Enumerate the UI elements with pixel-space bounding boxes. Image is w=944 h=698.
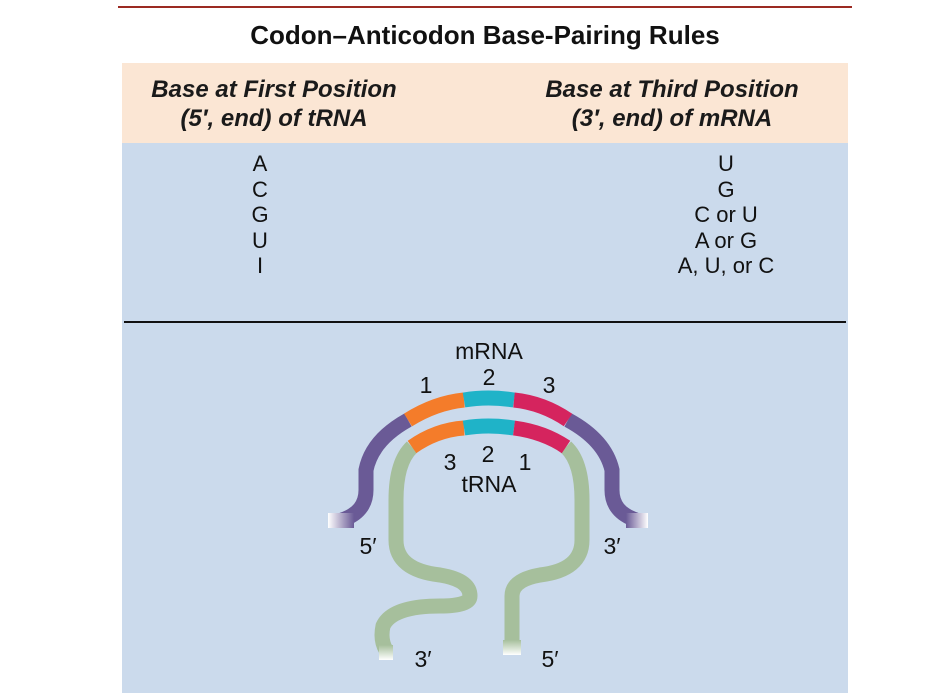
anticodon-position-2 bbox=[462, 418, 516, 436]
left-header-line1: Base at First Position bbox=[151, 76, 397, 103]
trna-position-1-label: 1 bbox=[519, 449, 532, 475]
trna-left-loop bbox=[374, 441, 478, 654]
mrna-position-1-label: 1 bbox=[420, 372, 433, 398]
anticodon-position-3 bbox=[407, 420, 465, 454]
table-cell: U bbox=[718, 151, 734, 176]
right-column-header: Base at Third Position (3′, end) of mRNA bbox=[522, 75, 822, 133]
trna-strand bbox=[374, 418, 590, 660]
table-cell: C or U bbox=[694, 202, 758, 227]
codon-position-1 bbox=[404, 392, 465, 427]
mrna-5prime-tail bbox=[328, 513, 354, 528]
trna-right-loop bbox=[504, 441, 590, 640]
mrna-position-3-label: 3 bbox=[543, 372, 556, 398]
mrna-5prime-end-label: 5′ bbox=[359, 533, 376, 559]
trna-5prime-end-label: 5′ bbox=[541, 646, 558, 672]
mrna-position-2-label: 2 bbox=[483, 364, 496, 390]
mrna-label: mRNA bbox=[455, 338, 523, 364]
table-cell: G bbox=[251, 202, 269, 227]
third-position-column: U G C or U A or G A, U, or C bbox=[616, 151, 836, 279]
first-position-column: A C G U I bbox=[150, 151, 370, 279]
mrna-3prime-end-label: 3′ bbox=[603, 533, 620, 559]
table-cell: U bbox=[252, 227, 268, 253]
codon-position-2 bbox=[462, 390, 516, 408]
top-rule bbox=[118, 6, 852, 8]
right-header-line1: Base at Third Position bbox=[545, 76, 799, 103]
page-title: Codon–Anticodon Base-Pairing Rules bbox=[250, 20, 720, 50]
mrna-left-arm bbox=[339, 413, 412, 528]
table-cell: C bbox=[252, 176, 268, 202]
table-body-background bbox=[122, 143, 848, 693]
trna-3prime-end-label: 3′ bbox=[414, 646, 431, 672]
left-column-header: Base at First Position (5′, end) of tRNA bbox=[124, 75, 424, 133]
right-header-line2: (3′, end) of mRNA bbox=[571, 105, 773, 132]
left-header-line2: (5′, end) of tRNA bbox=[180, 105, 368, 132]
section-divider bbox=[124, 321, 846, 323]
mrna-right-arm bbox=[564, 413, 639, 528]
anticodon-position-1 bbox=[512, 420, 571, 454]
table-header: Base at First Position (5′, end) of tRNA… bbox=[122, 63, 848, 143]
table-cell: A bbox=[252, 151, 268, 176]
mrna-3prime-tail bbox=[626, 513, 648, 528]
table-cell: A or G bbox=[694, 227, 758, 253]
mrna-strand bbox=[328, 390, 648, 528]
trna-5prime-tail bbox=[503, 640, 521, 655]
codon-position-3 bbox=[513, 392, 573, 427]
trna-position-3-label: 3 bbox=[444, 449, 457, 475]
table-cell: A, U, or C bbox=[677, 253, 775, 278]
table-cell: I bbox=[256, 253, 264, 278]
trna-position-2-label: 2 bbox=[482, 441, 495, 467]
trna-label: tRNA bbox=[462, 471, 518, 497]
table-cell: G bbox=[717, 176, 735, 202]
trna-3prime-tail bbox=[379, 645, 393, 660]
